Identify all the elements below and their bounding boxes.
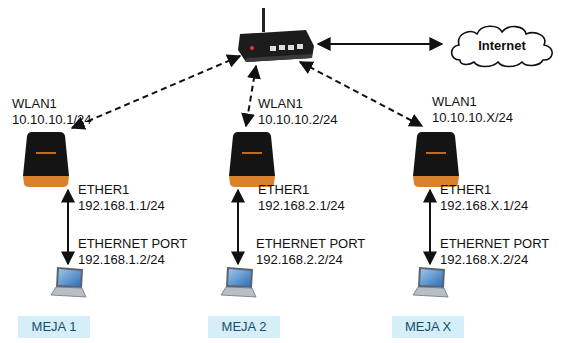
address-label: WLAN1 10.10.10.2/24 <box>258 96 358 128</box>
ethernet-link <box>237 190 239 264</box>
desk-label: MEJA 2 <box>208 316 280 338</box>
ethernet-link <box>67 190 69 264</box>
wireless-link <box>72 56 422 128</box>
laptop-icon <box>219 266 257 300</box>
access-point-icon <box>228 130 276 188</box>
access-point: WLAN1 10.10.10.1/24ETHER1 192.168.1.1/24 <box>22 130 70 188</box>
cloud-label: Internet <box>478 38 526 53</box>
main-router <box>238 8 314 62</box>
address-label: ETHERNET PORT 192.168.1.2/24 <box>78 236 196 268</box>
client-laptop: ETHERNET PORT 192.168.1.2/24MEJA 1 <box>49 266 87 300</box>
access-point-icon <box>22 130 70 188</box>
access-point: WLAN1 10.10.10.2/24ETHER1 192.168.2.1/24 <box>228 130 276 188</box>
address-label: ETHER1 192.168.1.1/24 <box>78 182 198 214</box>
internet-link <box>318 43 442 45</box>
address-label: ETHER1 192.168.2.1/24 <box>258 182 378 214</box>
internet-cloud: Internet <box>446 22 558 68</box>
desk-label: MEJA 1 <box>18 316 90 338</box>
address-label: ETHER1 192.168.X.1/24 <box>440 182 560 214</box>
client-laptop: ETHERNET PORT 192.168.X.2/24MEJA X <box>411 266 449 300</box>
laptop-icon <box>411 266 449 300</box>
access-point-icon <box>412 130 460 188</box>
address-label: WLAN1 10.10.10.1/24 <box>12 96 112 128</box>
client-laptop: ETHERNET PORT 192.168.2.2/24MEJA 2 <box>219 266 257 300</box>
address-label: ETHERNET PORT 192.168.2.2/24 <box>256 236 374 268</box>
laptop-icon <box>49 266 87 300</box>
access-point: WLAN1 10.10.10.X/24ETHER1 192.168.X.1/24 <box>412 130 460 188</box>
address-label: ETHERNET PORT 192.168.X.2/24 <box>440 236 558 268</box>
address-label: WLAN1 10.10.10.X/24 <box>432 94 532 126</box>
desk-label: MEJA X <box>392 316 464 338</box>
ethernet-link <box>429 190 431 264</box>
